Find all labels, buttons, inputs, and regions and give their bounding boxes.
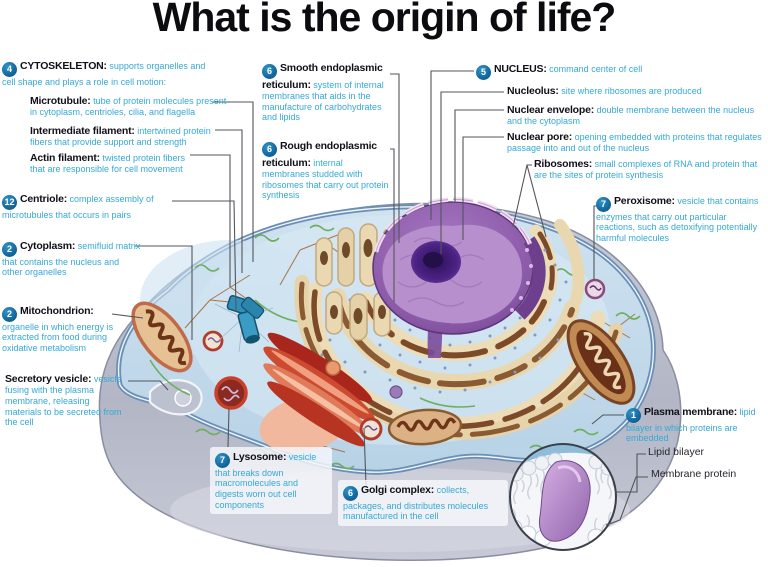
desc-cytoskeleton: supports organelles and cell shape and p… — [2, 61, 206, 87]
badge-cytoplasm: 2 — [2, 241, 17, 257]
term-plasma-membrane: Plasma membrane: — [644, 406, 738, 418]
term-nuclear-envelope: Nuclear envelope: — [507, 104, 595, 116]
desc-microtubule: tube of protein molecules present in cyt… — [30, 96, 227, 118]
term-microtubule: Microtubule: — [30, 95, 91, 107]
label-ribosomes: Ribosomes: small complexes of RNA and pr… — [534, 158, 764, 181]
nucleus-graphic — [372, 197, 546, 358]
term-nucleolus: Nucleolus: — [507, 85, 559, 97]
badge-mitochondrion: 2 — [2, 306, 17, 322]
desc-nucleus: command center of cell — [549, 64, 643, 74]
badge-plasma-membrane: 1 — [626, 407, 641, 423]
desc-ribosomes: small complexes of RNA and protein that … — [534, 159, 758, 181]
lysosome-graphic — [202, 330, 383, 441]
label-membrane-protein: Membrane protein — [651, 468, 763, 480]
leader-lines — [111, 70, 648, 526]
label-nucleolus: Nucleolus: site where ribosomes are prod… — [507, 85, 762, 97]
badge-centriole: 12 — [2, 194, 17, 210]
term-golgi-complex: Golgi complex: — [361, 484, 435, 496]
label-nuclear-envelope: Nuclear envelope: double membrane betwee… — [507, 104, 757, 127]
label-actin-filament: Actin filament: twisted protein fibers t… — [30, 152, 200, 175]
term-lipid-bilayer: Lipid bilayer — [648, 446, 705, 458]
term-peroxisome: Peroxisome: — [614, 195, 675, 207]
desc-golgi-complex: collects, packages, and distributes mole… — [343, 485, 489, 522]
slide-title: What is the origin of life? — [152, 0, 617, 40]
peroxisome-graphic — [584, 278, 606, 300]
desc-lysosome: vesicle that breaks down macromolecules … — [215, 452, 317, 510]
term-intermediate-filament: Intermediate filament: — [30, 125, 135, 137]
term-centriole: Centriole: — [20, 193, 68, 205]
term-secretory-vesicle: Secretory vesicle: — [5, 373, 92, 385]
term-smooth-er: Smooth endoplasmic reticulum: — [262, 62, 383, 91]
desc-intermediate-filament: intertwined protein fibers that provide … — [30, 126, 211, 148]
badge-smooth-er: 6 — [262, 63, 277, 79]
term-actin-filament: Actin filament: — [30, 152, 100, 164]
term-membrane-protein: Membrane protein — [651, 468, 737, 480]
label-intermediate-filament: Intermediate filament: intertwined prote… — [30, 125, 222, 148]
badge-cytoskeleton: 4 — [2, 61, 17, 77]
desc-nucleolus: site where ribosomes are produced — [561, 86, 702, 96]
mitochondrion-bottom — [387, 408, 463, 446]
desc-cytoplasm: semifluid matrix that contains the nucle… — [2, 241, 141, 278]
term-nuclear-pore: Nuclear pore: — [507, 131, 573, 143]
label-microtubule: Microtubule: tube of protein molecules p… — [30, 95, 235, 118]
desc-plasma-membrane: lipid bilayer in which proteins are embe… — [626, 407, 756, 444]
desc-rough-er: internal membranes studded with ribosome… — [262, 157, 389, 201]
secretory-vesicle-graphic — [148, 379, 203, 416]
badge-nucleus: 5 — [476, 64, 491, 80]
badge-rough-er: 6 — [262, 141, 277, 157]
term-ribosomes: Ribosomes: — [534, 158, 593, 170]
desc-centriole: complex assembly of microtubules that oc… — [2, 194, 154, 220]
desc-smooth-er: system of internal membranes that aids i… — [262, 79, 384, 123]
desc-mitochondrion: organelle in which energy is extracted f… — [2, 321, 114, 354]
mitochondrion-right — [566, 319, 636, 405]
desc-secretory-vesicle: vesicle fusing with the plasma membrane,… — [5, 374, 122, 428]
term-mitochondrion: Mitochondrion: — [20, 305, 94, 317]
term-cytoplasm: Cytoplasm: — [20, 240, 76, 252]
badge-golgi-complex: 6 — [343, 485, 358, 501]
label-nuclear-pore: Nuclear pore: opening embedded with prot… — [507, 131, 763, 154]
desc-nuclear-envelope: double membrane between the nucleus and … — [507, 105, 755, 127]
badge-peroxisome: 7 — [596, 196, 611, 212]
golgi-graphic — [259, 332, 403, 453]
desc-nuclear-pore: opening embedded with proteins that regu… — [507, 132, 762, 154]
desc-peroxisome: vesicle that contains enzymes that carry… — [596, 196, 759, 244]
desc-actin-filament: twisted protein fibers that are responsi… — [30, 153, 185, 175]
label-secretory-vesicle: Secretory vesicle: vesicle fusing with t… — [5, 373, 127, 428]
mitochondrion-left — [131, 301, 193, 373]
term-rough-er: Rough endoplasmic reticulum: — [262, 140, 377, 169]
term-nucleus: NUCLEUS: — [494, 63, 547, 75]
term-cytoskeleton: CYTOSKELETON: — [20, 60, 107, 72]
label-lipid-bilayer: Lipid bilayer — [648, 446, 758, 458]
term-lysosome: Lysosome: — [233, 451, 287, 463]
badge-lysosome: 7 — [215, 452, 230, 468]
centriole-graphic — [214, 295, 274, 353]
